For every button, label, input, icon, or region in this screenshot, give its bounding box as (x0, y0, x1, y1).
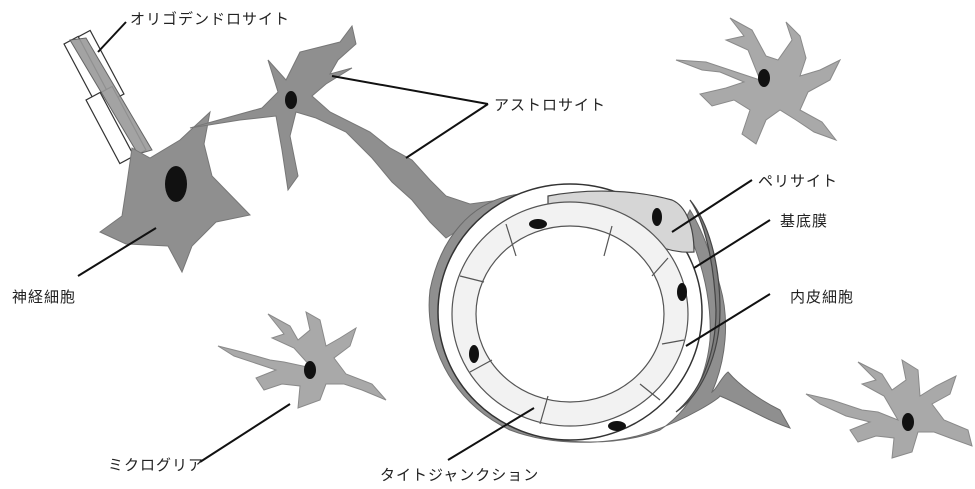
label-neuron: 神経細胞 (12, 288, 76, 306)
leader-pericyte (672, 180, 752, 232)
label-oligodendrocyte: オリゴデンドロサイト (130, 10, 290, 28)
leader-astrocyte-2 (406, 104, 488, 158)
endothelial-nucleus (529, 219, 547, 229)
leader-astrocyte-1 (332, 76, 488, 104)
label-endothelial-cell: 内皮細胞 (790, 288, 854, 306)
leader-microglia (200, 404, 290, 462)
label-astrocyte: アストロサイト (494, 96, 606, 114)
microglia-bottom-right (806, 360, 972, 458)
vessel-lumen (476, 226, 664, 402)
astrocyte-nucleus (285, 91, 297, 109)
label-basement-membrane: 基底膜 (780, 212, 828, 230)
leader-oligodendrocyte (98, 22, 126, 52)
neuron-nucleus (165, 166, 187, 202)
endothelial-nucleus (469, 345, 479, 363)
microglia-nucleus (902, 413, 914, 431)
endothelial-nucleus (608, 421, 626, 431)
microglia-nucleus (758, 69, 770, 87)
endothelial-nucleus (677, 283, 687, 301)
pericyte-nucleus (652, 208, 662, 226)
oligodendrocyte-myelin (64, 30, 152, 163)
label-microglia: ミクログリア (108, 456, 204, 474)
microglia-nucleus (304, 361, 316, 379)
microglia-top-right (676, 18, 840, 144)
microglia-bottom-left (218, 312, 386, 408)
label-pericyte: ペリサイト (758, 172, 838, 190)
label-tight-junction: タイトジャンクション (380, 466, 539, 484)
